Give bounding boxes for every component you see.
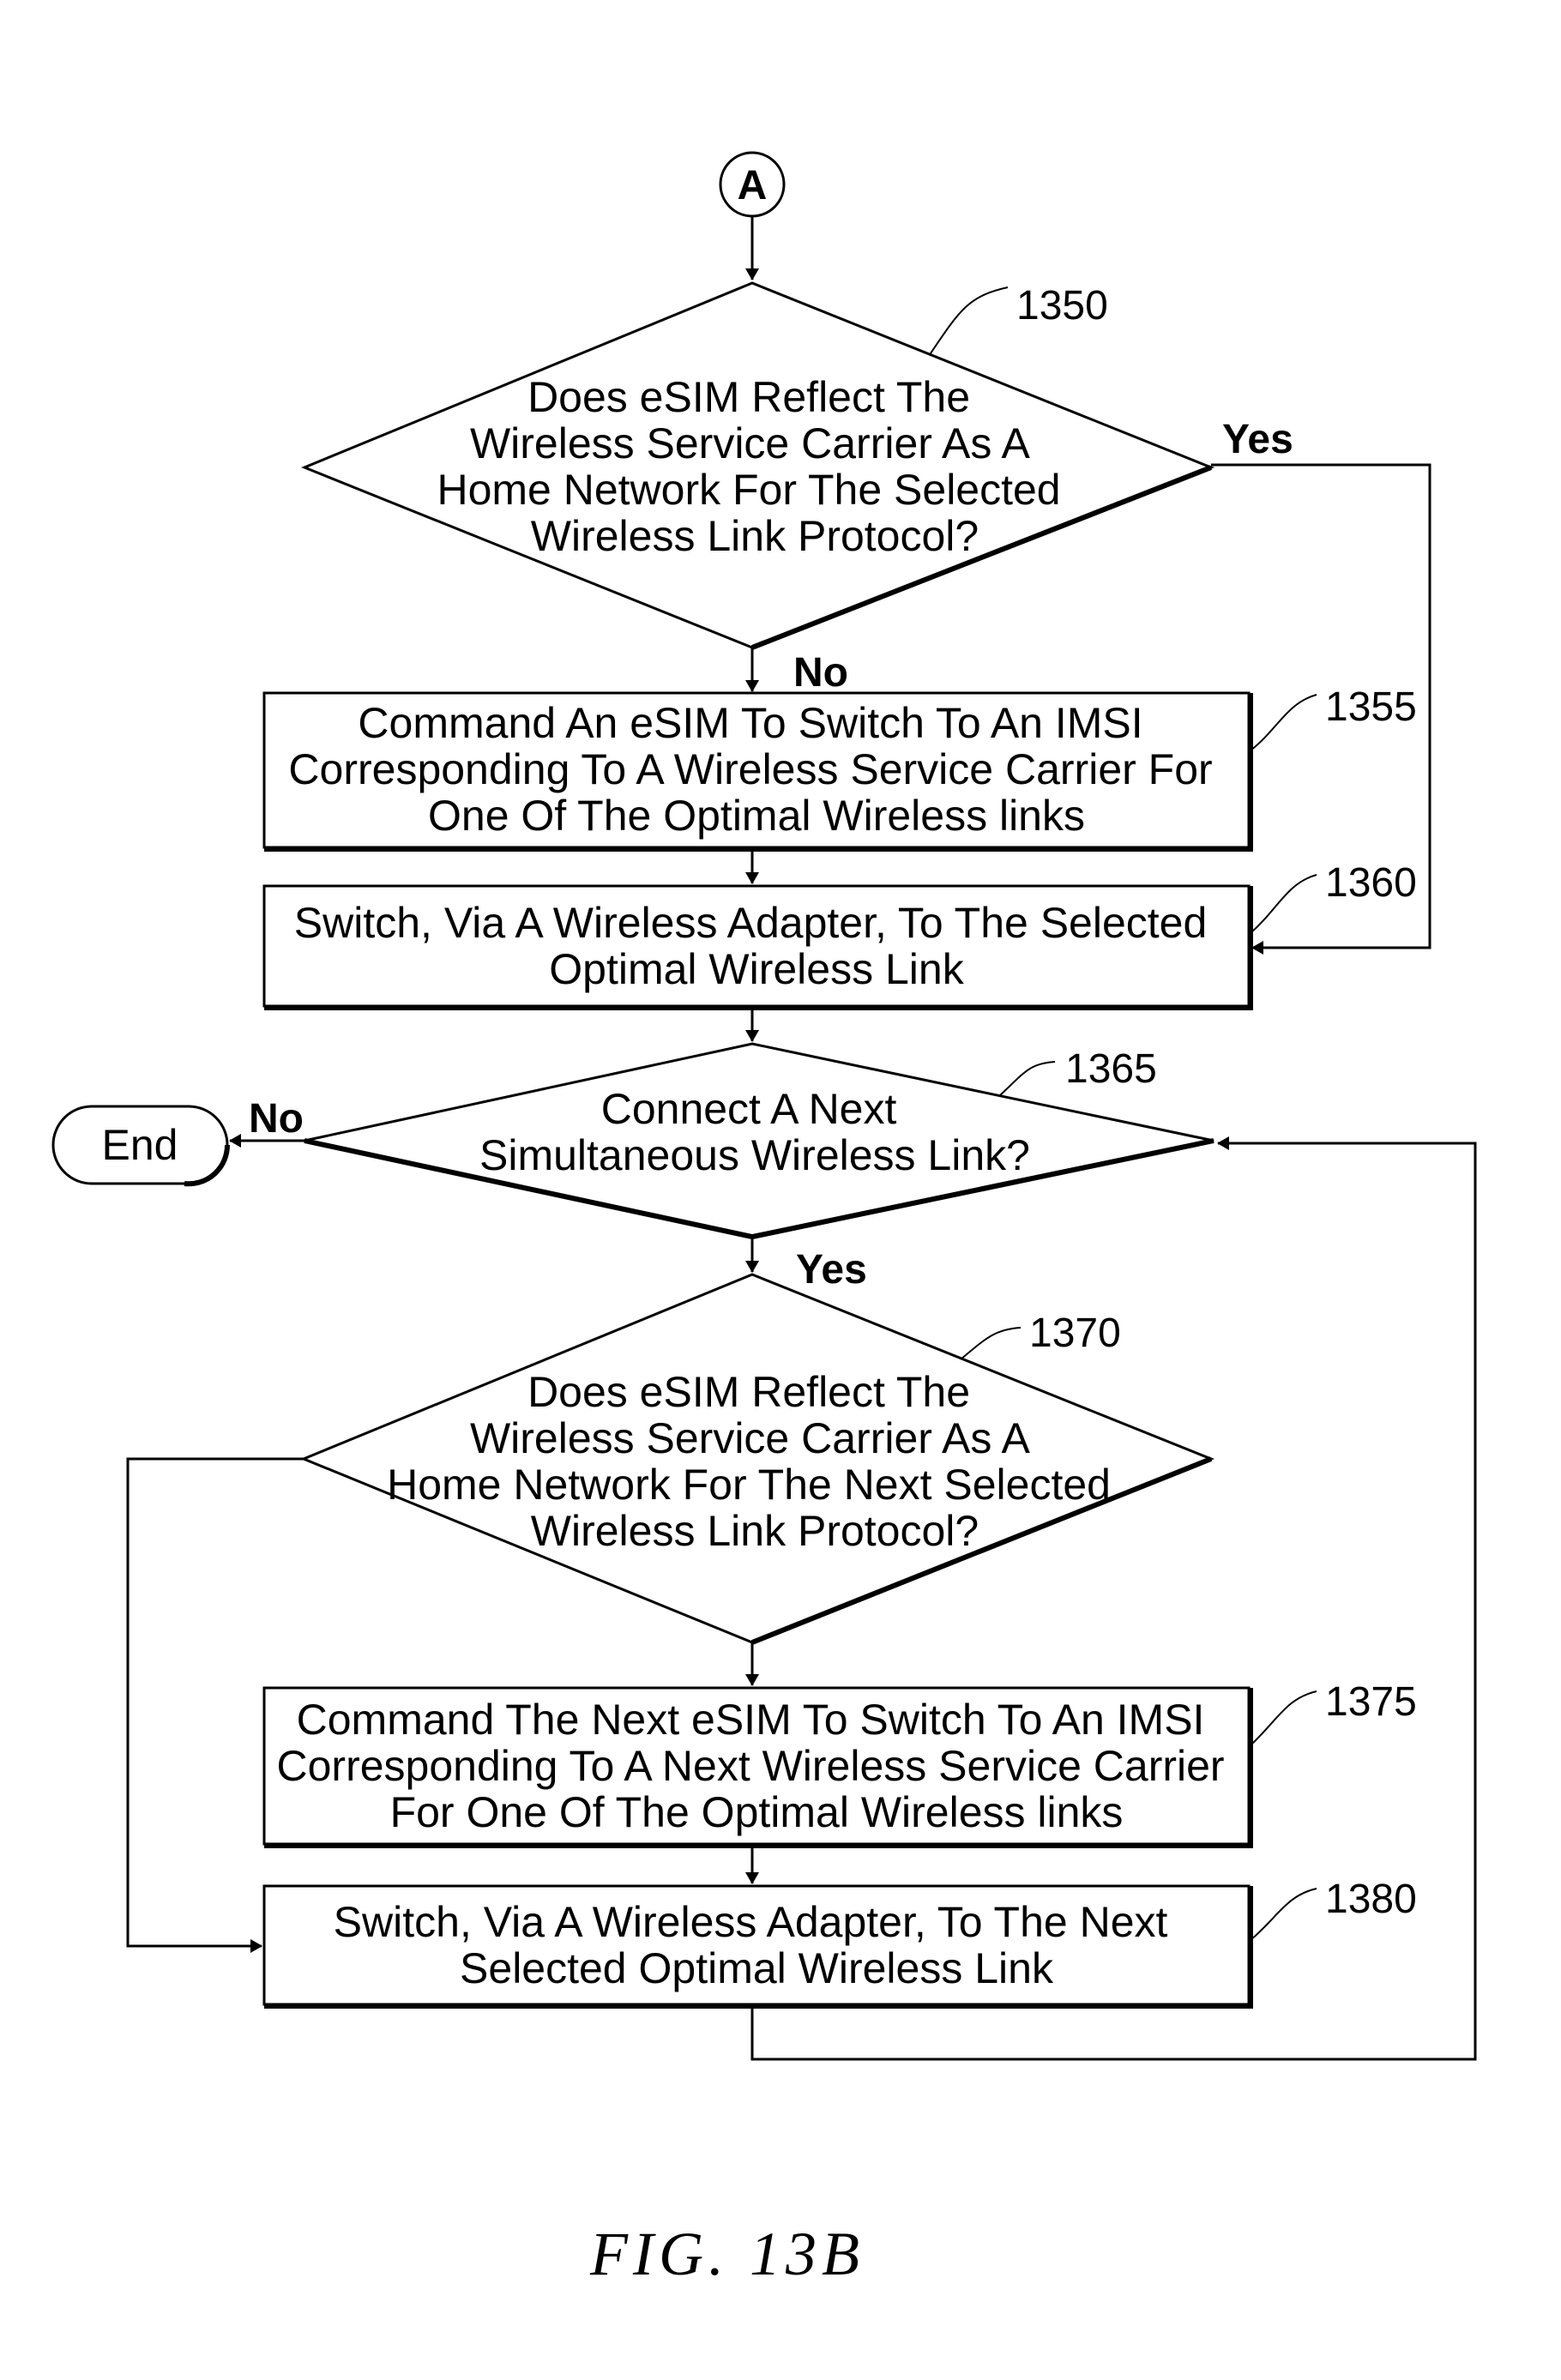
ref-leader-1355 [1251, 695, 1317, 750]
process-1355: Command An eSIM To Switch To An IMSI Cor… [264, 693, 1251, 849]
connector-label: A [738, 163, 768, 208]
label-no-1365: No [249, 1096, 304, 1142]
ref-1365: 1365 [1065, 1046, 1157, 1092]
decision-1350-text: Does eSIM Reflect The Wireless Service C… [437, 373, 1072, 560]
process-1375: Command The Next eSIM To Switch To An IM… [264, 1688, 1251, 1846]
process-1360: Switch, Via A Wireless Adapter, To The S… [264, 886, 1251, 1008]
ref-1360: 1360 [1325, 860, 1417, 906]
ref-1375: 1375 [1325, 1679, 1417, 1725]
ref-1355: 1355 [1325, 684, 1417, 730]
ref-1370: 1370 [1029, 1311, 1121, 1356]
ref-1380: 1380 [1325, 1877, 1417, 1922]
ref-leader-1380 [1251, 1889, 1317, 1940]
ref-leader-1370 [961, 1328, 1021, 1359]
process-1380: Switch, Via A Wireless Adapter, To The N… [264, 1886, 1251, 2006]
ref-1350: 1350 [1016, 283, 1108, 328]
ref-leader-1350 [931, 287, 1008, 353]
end-terminator: End [53, 1106, 227, 1184]
ref-leader-1360 [1251, 875, 1317, 933]
end-label: End [102, 1121, 178, 1169]
process-1375-text: Command The Next eSIM To Switch To An IM… [277, 1696, 1237, 1836]
ref-leader-1375 [1251, 1691, 1317, 1745]
process-1355-text: Command An eSIM To Switch To An IMSI Cor… [288, 699, 1224, 840]
label-no-1350: No [793, 650, 848, 696]
connector-a: A [720, 153, 784, 216]
label-yes-1365: Yes [796, 1247, 867, 1292]
label-yes-1350: Yes [1222, 417, 1293, 462]
figure-caption: FIG. 13B [589, 2220, 865, 2288]
ref-leader-1365 [999, 1062, 1055, 1096]
process-1380-text: Switch, Via A Wireless Adapter, To The N… [334, 1898, 1180, 1992]
decision-1350: Does eSIM Reflect The Wireless Service C… [304, 283, 1211, 648]
